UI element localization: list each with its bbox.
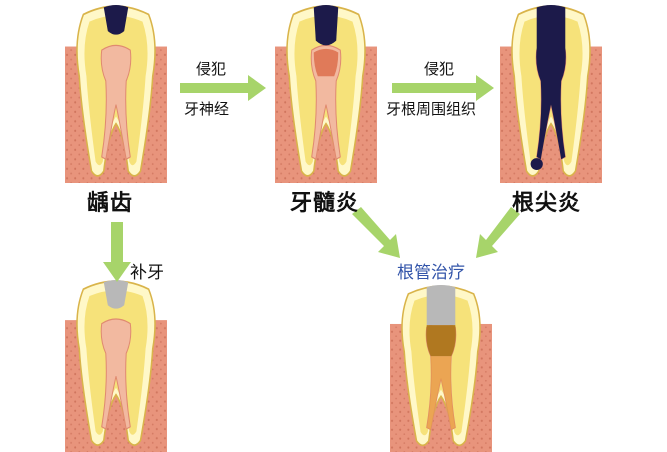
arrow-diag-left [352,207,400,258]
arrow-down [103,222,131,282]
tooth-caries-image [65,5,167,183]
label-caries: 龋齿 [87,191,134,216]
label-pulpitis: 牙髓炎 [290,191,360,216]
label-filling: 补牙 [130,263,164,283]
tooth-periapical-image [500,5,602,183]
arrow1-text-line1: 侵犯 [196,60,227,78]
arrow2-text-line2: 牙根周围组织 [386,100,477,118]
tooth-pulpitis-image [275,5,377,183]
tooth-root-canal-image [390,285,492,452]
label-root-canal: 根管治疗 [397,263,465,283]
arrow2-text-line1: 侵犯 [424,60,455,78]
label-periapical: 根尖炎 [512,191,582,216]
arrow-right-1 [180,75,266,101]
arrow-diag-right [476,207,520,258]
arrow-right-2 [392,75,494,101]
arrow1-text-line2: 牙神经 [184,100,230,118]
tooth-filled-image [65,280,167,452]
